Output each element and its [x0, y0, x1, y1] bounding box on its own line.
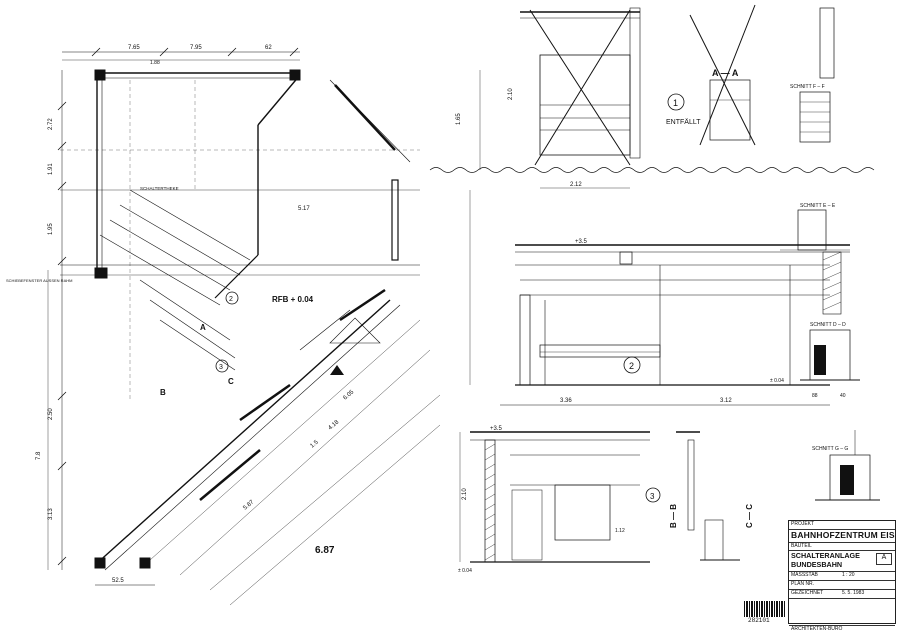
- detail-3-level: ± 0.04: [458, 568, 472, 574]
- dim-left-4: 7.8: [36, 451, 42, 460]
- detail-1-number: 1: [673, 98, 678, 108]
- detail-3-cut-g: SCHNITT G – G: [812, 446, 848, 452]
- detail-circle-2b: [623, 356, 641, 374]
- dim-diag-2: 5.87: [242, 499, 255, 512]
- scale-value: 1 : 20: [842, 572, 855, 579]
- date-row: GEZEICHNET 5. 5. 1983: [789, 590, 895, 599]
- subject: SCHALTERANLAGE BUNDESBAHN: [789, 551, 895, 573]
- detail-2-level: ± 0.04: [770, 378, 784, 384]
- dim-top-1: 1.88: [150, 60, 160, 66]
- detail-2-cut-d: SCHNITT D – D: [810, 322, 846, 328]
- scale-label: MASSSTAB: [791, 572, 818, 579]
- column: [289, 69, 301, 81]
- subject-line-2: BUNDESBAHN: [791, 559, 843, 569]
- detail-3-number: 3: [650, 492, 655, 501]
- total-dim: 6.87: [315, 545, 335, 556]
- detail-circle-2: [225, 291, 239, 305]
- dim-left-1: 1.91: [48, 163, 54, 175]
- detail-1-dim-0: 2.10: [508, 88, 514, 100]
- column: [94, 557, 106, 569]
- bottom-dim: 52.5: [112, 578, 124, 584]
- firm-name: ARCHITEKTEN-BÜRO: [791, 625, 843, 632]
- detail-1-dim-2: 2.12: [570, 182, 582, 188]
- detail-3-section-c: C — C: [745, 504, 754, 528]
- detail-1: [429, 4, 875, 189]
- section-marker-c: C: [228, 377, 234, 386]
- dim-diag-3: 4.18: [327, 419, 340, 432]
- detail-3-top: +3.5: [490, 426, 503, 432]
- dim-top-3: 62: [265, 45, 272, 51]
- revision-box: A: [876, 553, 892, 565]
- detail-2-number: 2: [629, 361, 634, 371]
- notes-area: [789, 599, 895, 626]
- detail-circle-1: [667, 93, 685, 111]
- detail-2-cut-e: SCHNITT E – E: [800, 203, 836, 209]
- barcode-number: 282101: [748, 617, 770, 624]
- dim-diag-4: 1.5: [309, 439, 320, 449]
- detail-2: [469, 190, 860, 406]
- floor-plan: [47, 47, 441, 606]
- date-value: 5. 5. 1983: [842, 589, 865, 596]
- level-label: RFB + 0.04: [272, 295, 314, 304]
- dim-left-2: 1.95: [48, 223, 54, 235]
- barcode: [744, 601, 786, 617]
- section-marker-b: B: [160, 388, 166, 397]
- counter-diagonal: [99, 189, 251, 371]
- detail-1-labels: 1 ENTFÄLLT A — A SCHNITT F – F 2.10 1.65…: [456, 68, 825, 188]
- detail-3-dim-1: 1.12: [615, 528, 625, 534]
- detail-1-label: ENTFÄLLT: [666, 118, 701, 126]
- detail-2-labels: 2 +3.5 ± 0.04 SCHNITT D – D SCHNITT E – …: [560, 203, 846, 404]
- dim-diag-1: 6.05: [342, 389, 355, 402]
- project-name: BAHNHOFZENTRUM EISLINGEN: [789, 530, 895, 543]
- detail-3-labels: 3 +3.5 ± 0.04 B — B C — C SCHNITT G – G …: [458, 426, 848, 574]
- dim-diag-0: 5.17: [298, 206, 310, 212]
- note-counter: SCHALTERTHEKE: [140, 186, 179, 191]
- detail-circle-3: [215, 359, 229, 373]
- detail-2-dim-2: 88: [812, 393, 818, 399]
- column: [94, 69, 106, 81]
- dim-top-0: 7.65: [128, 45, 140, 51]
- detail-1-dim-1: 1.65: [456, 113, 462, 125]
- dim-top-2: 7.95: [190, 45, 202, 51]
- dim-left-3: 2.50: [48, 408, 54, 420]
- column: [139, 557, 151, 569]
- plan-row: PLAN NR.: [789, 581, 895, 590]
- detail-2-dim-3: 40: [840, 393, 846, 399]
- long-counter: [94, 288, 431, 576]
- detail-1-section: A — A: [712, 68, 739, 78]
- plan-labels: 7.65 1.88 7.95 62 2.72 1.91 1.95 2.50 7.…: [6, 45, 356, 584]
- title-block: PROJEKT BAHNHOFZENTRUM EISLINGEN BAUTEIL…: [788, 520, 896, 631]
- detail-1-cut: SCHNITT F – F: [790, 84, 825, 90]
- plan-detail-2: 2: [229, 296, 233, 303]
- detail-3-dim-0: 2.10: [462, 488, 468, 500]
- section-marker-a: A: [200, 323, 206, 332]
- plan-detail-3: 3: [219, 364, 223, 371]
- date-label: GEZEICHNET: [791, 589, 824, 596]
- subject-line-1: SCHALTERANLAGE: [791, 551, 860, 561]
- detail-3: [459, 430, 880, 563]
- detail-circle-3b: [645, 487, 661, 503]
- part-label: BAUTEIL: [789, 543, 895, 552]
- plan-label: PLAN NR.: [791, 581, 815, 588]
- note-wall: SCHIEBEFENSTER AUSSEN RAHM: [6, 278, 72, 283]
- scale-row: MASSSTAB 1 : 20: [789, 572, 895, 582]
- dim-left-0: 2.72: [48, 118, 54, 130]
- project-label: PROJEKT: [789, 521, 895, 530]
- detail-2-top: +3.5: [575, 239, 588, 245]
- dim-left-5: 3.13: [48, 508, 54, 520]
- detail-2-dim-1: 3.12: [720, 398, 732, 404]
- detail-3-section-b: B — B: [669, 504, 678, 528]
- column: [94, 267, 108, 279]
- detail-2-dim-0: 3.36: [560, 398, 572, 404]
